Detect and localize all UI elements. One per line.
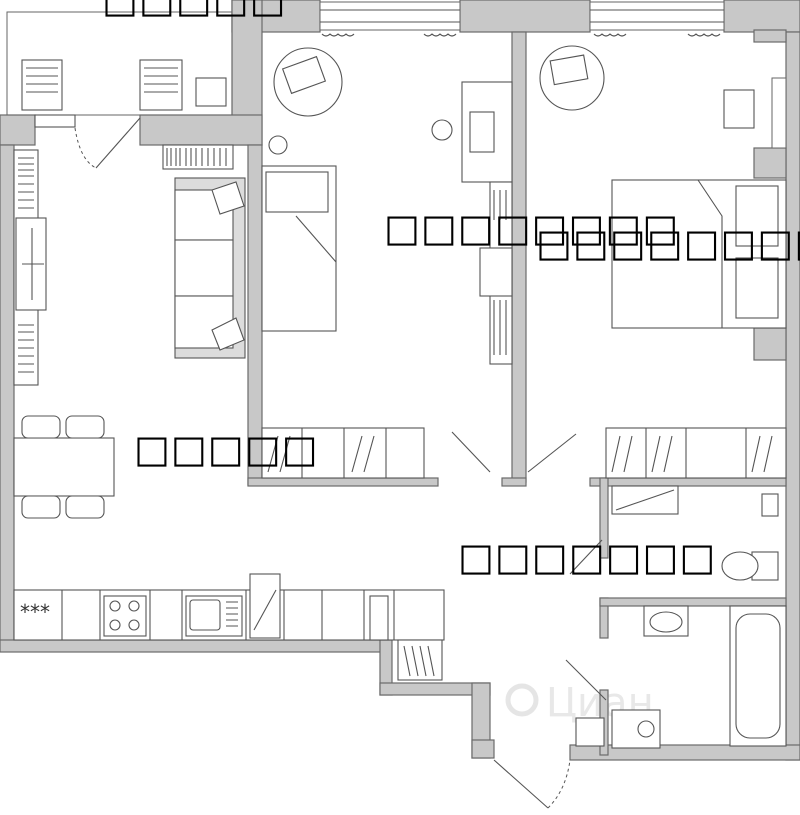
balcony-furniture	[21, 59, 227, 169]
bed	[611, 179, 787, 329]
bathroom-fixtures	[493, 485, 787, 809]
bedroom1-furniture	[261, 47, 577, 479]
living-furniture: ***	[13, 144, 445, 681]
kitchen-counter: ***	[13, 573, 445, 681]
label-bedroom-2: □□□□□□□□□□□	[536, 221, 800, 265]
dining-table	[13, 415, 115, 519]
label-living: □□□□□	[134, 427, 319, 471]
label-balcony: □□□□□	[102, 0, 287, 21]
stove-burners: ***	[20, 600, 50, 624]
armchair	[273, 47, 343, 117]
windows	[319, 1, 787, 149]
armchair-2	[539, 45, 605, 111]
label-bedroom-1: □□□□□□□□	[384, 206, 679, 250]
toilet	[721, 551, 779, 581]
deck-chair-left	[21, 59, 63, 111]
side-table	[195, 77, 227, 107]
bedroom2-furniture	[539, 45, 787, 479]
room-labels: □□□□□ □□□□□□□□ □□□□□□□□□□□ □□□□□ □□□□□□□	[102, 0, 800, 579]
sofa	[174, 177, 246, 359]
label-hall: □□□□□□□	[458, 535, 716, 579]
bathtub	[729, 605, 787, 747]
deck-chair-right	[139, 59, 183, 111]
walls	[0, 0, 800, 761]
